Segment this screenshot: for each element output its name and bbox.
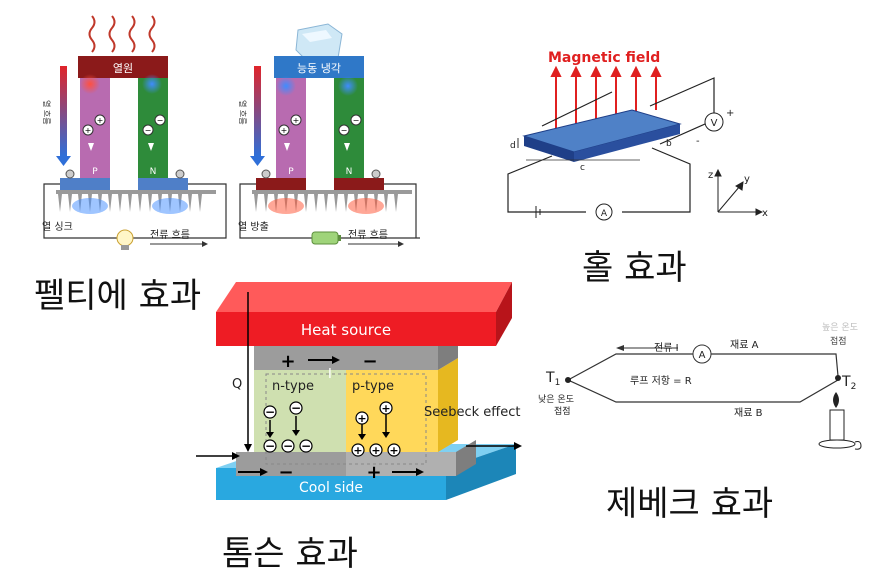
svg-text:+: + bbox=[293, 116, 300, 125]
svg-text:−: − bbox=[291, 401, 301, 415]
material-a-wire bbox=[567, 353, 839, 381]
svg-text:+: + bbox=[381, 402, 390, 415]
svg-text:−: − bbox=[362, 351, 377, 372]
circuit-wire bbox=[43, 183, 227, 239]
holes bbox=[351, 401, 401, 457]
n-type-label: n-type bbox=[272, 379, 314, 394]
t1-label: T1 bbox=[545, 370, 560, 388]
candle-icon bbox=[818, 392, 862, 450]
seebeck-diagram: 전류 I A 재료 A 루프 저항 = R 재료 B T1 T2 낮은 온도 접… bbox=[538, 322, 862, 450]
current-i-label: I bbox=[328, 367, 332, 382]
top-block-label: 열원 bbox=[113, 62, 133, 75]
top-block-label: 능동 냉각 bbox=[297, 62, 341, 75]
peltier-left-unit: 열 흐름 열원 + + −− P N bbox=[42, 15, 227, 250]
svg-text:열 흐름: 열 흐름 bbox=[42, 100, 51, 125]
t2-label: T2 bbox=[841, 374, 856, 392]
side-label: 열 방출 bbox=[238, 221, 269, 233]
material-b-label: 재료 B bbox=[734, 407, 763, 419]
top-block bbox=[78, 56, 168, 78]
seebeck-effect-label: Seebeck effect bbox=[424, 405, 521, 420]
thermo-gradient-bar bbox=[60, 66, 67, 156]
svg-text:+: + bbox=[85, 126, 92, 135]
xyz-axes bbox=[714, 168, 764, 216]
plus-label: + bbox=[726, 108, 734, 119]
hall-diagram: Magnetic field d b c V + - A z bbox=[507, 50, 768, 221]
svg-text:+: + bbox=[389, 444, 398, 457]
svg-text:+: + bbox=[281, 126, 288, 135]
svg-text:−: − bbox=[145, 126, 152, 135]
current-label: 전류 I bbox=[654, 342, 679, 354]
thomson-caption: 톰슨 효과 bbox=[222, 534, 358, 574]
material-b-wire bbox=[567, 379, 839, 403]
dim-c-label: c bbox=[580, 163, 585, 173]
low-temp-junction-label: 낮은 온도 bbox=[538, 394, 574, 405]
svg-text:+: + bbox=[357, 412, 366, 425]
battery-icon bbox=[311, 231, 341, 245]
ammeter-icon: A bbox=[595, 203, 613, 221]
dim-b-label: b bbox=[666, 139, 672, 149]
side-label: 열 싱크 bbox=[42, 221, 73, 233]
svg-text:−: − bbox=[278, 462, 293, 483]
svg-text:−: − bbox=[341, 126, 348, 135]
ammeter-icon: A bbox=[692, 344, 712, 364]
base-left bbox=[60, 178, 110, 190]
heat-source-label: Heat source bbox=[301, 321, 391, 339]
heat-waves-icon bbox=[88, 15, 156, 53]
svg-text:−: − bbox=[353, 116, 360, 125]
top-block bbox=[274, 56, 364, 78]
n-label: N bbox=[150, 167, 157, 177]
svg-text:−: − bbox=[301, 439, 311, 453]
svg-text:A: A bbox=[601, 209, 608, 219]
current-label: 전류 흐름 bbox=[150, 229, 190, 241]
svg-text:열 흐름: 열 흐름 bbox=[238, 100, 247, 125]
svg-text:+: + bbox=[353, 444, 362, 457]
p-type-label: p-type bbox=[352, 379, 394, 394]
material-a-label: 재료 A bbox=[730, 339, 759, 351]
heat-source-plate bbox=[216, 312, 496, 346]
light-bulb-icon bbox=[116, 229, 134, 250]
minus-label: - bbox=[696, 136, 700, 147]
svg-text:+: + bbox=[97, 116, 104, 125]
field-arrows bbox=[550, 65, 662, 130]
dim-d-label: d bbox=[510, 141, 516, 151]
peltier-right-unit: 열 흐름 능동 냉각 + + −− P N bbox=[238, 23, 420, 247]
n-label: N bbox=[346, 167, 353, 177]
svg-text:−: − bbox=[283, 439, 293, 453]
cool-side-label: Cool side bbox=[299, 480, 363, 496]
base-right bbox=[138, 178, 188, 190]
peltier-caption: 펠티에 효과 bbox=[34, 276, 202, 316]
battery-icon bbox=[535, 206, 541, 218]
loop-resistance-label: 루프 저항 = R bbox=[630, 375, 692, 387]
svg-text:−: − bbox=[157, 116, 164, 125]
slab-side bbox=[574, 124, 680, 162]
thomson-diagram: Cool side Heat source + − I n-type p-typ… bbox=[196, 282, 522, 500]
voltmeter-icon: V bbox=[704, 112, 724, 132]
high-temp-junction-label: 높은 온도 bbox=[822, 322, 858, 333]
current-label: 전류 흐름 bbox=[348, 229, 388, 241]
svg-text:−: − bbox=[265, 405, 275, 419]
electrons bbox=[263, 401, 313, 453]
svg-text:−: − bbox=[265, 439, 275, 453]
ice-cube-icon bbox=[295, 23, 343, 61]
hall-caption: 홀 효과 bbox=[582, 248, 687, 288]
hall-circuit bbox=[507, 77, 715, 213]
p-label: P bbox=[92, 167, 98, 177]
peltier-diagram: 열 흐름 열원 ++ −− P N bbox=[42, 15, 420, 250]
svg-text:+: + bbox=[280, 351, 295, 372]
magnetic-field-label: Magnetic field bbox=[548, 50, 660, 66]
seebeck-caption: 제베크 효과 bbox=[606, 484, 774, 524]
svg-text:+: + bbox=[366, 462, 381, 483]
svg-text:x: x bbox=[762, 208, 768, 219]
svg-text:접점: 접점 bbox=[830, 335, 847, 347]
q-label: Q bbox=[232, 377, 242, 392]
svg-text:z: z bbox=[708, 170, 713, 181]
p-label: P bbox=[288, 167, 294, 177]
slab-front bbox=[524, 136, 574, 162]
svg-text:y: y bbox=[744, 174, 750, 185]
svg-text:A: A bbox=[699, 350, 706, 361]
svg-text:접점: 접점 bbox=[554, 405, 571, 417]
svg-text:+: + bbox=[371, 444, 380, 457]
svg-text:V: V bbox=[711, 118, 718, 129]
